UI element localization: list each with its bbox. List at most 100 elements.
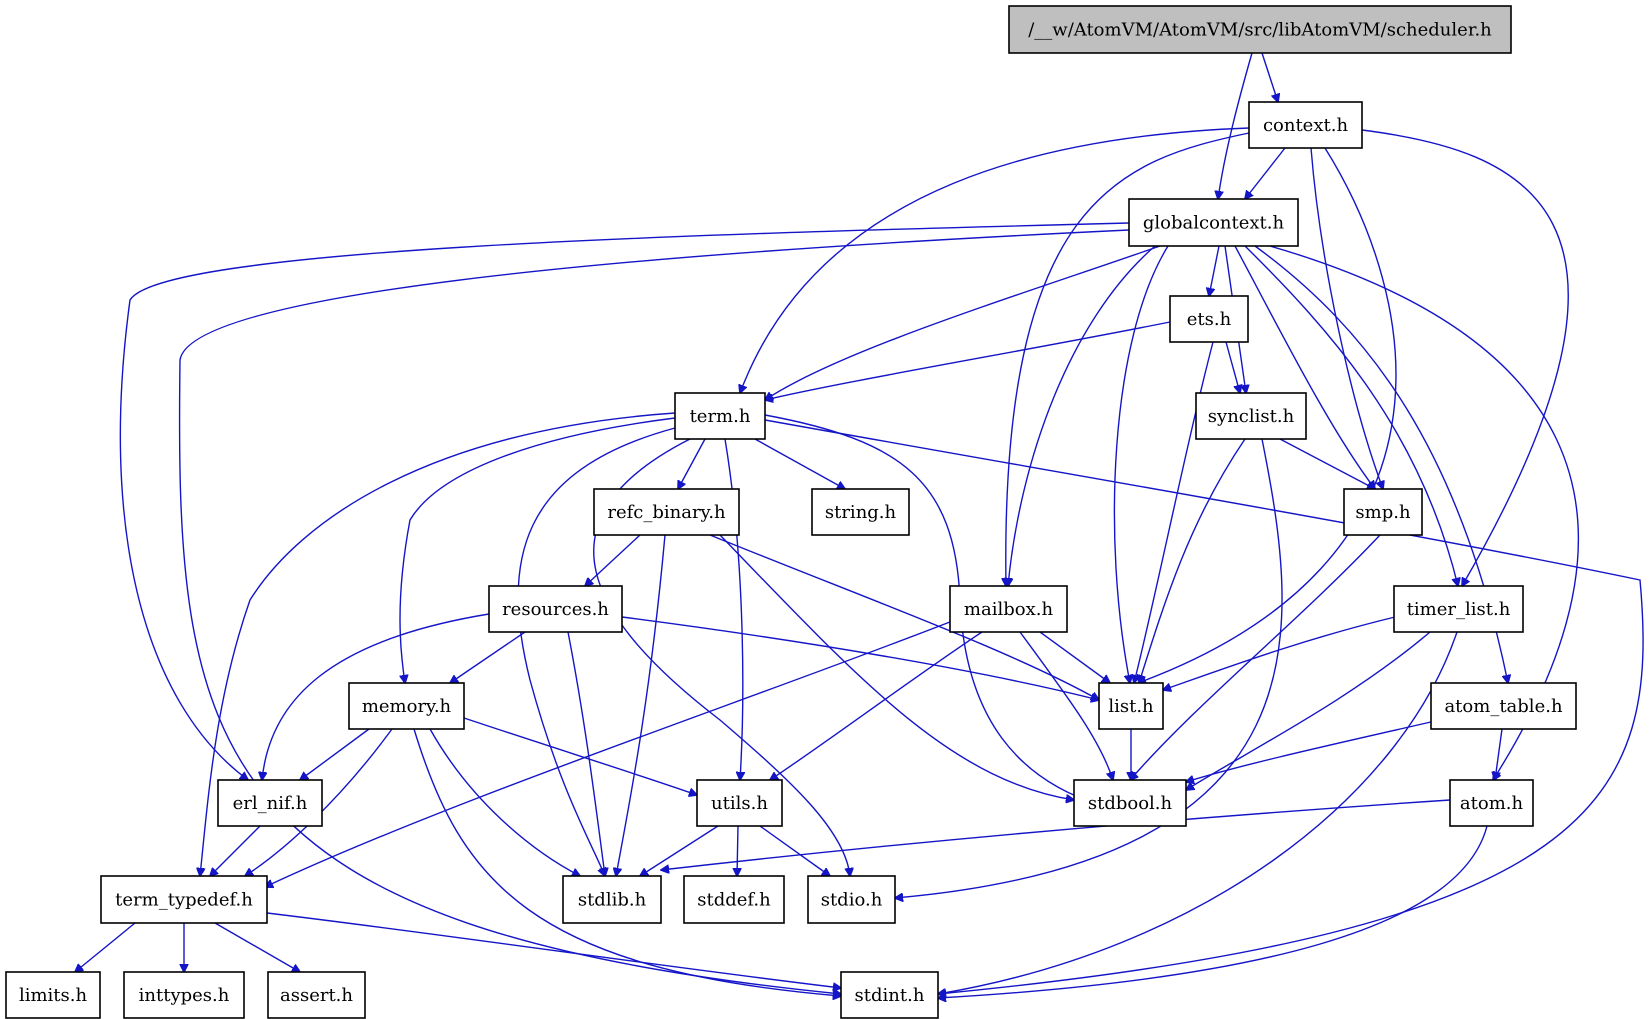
node-label: stddef.h: [697, 890, 771, 911]
node-label: refc_binary.h: [607, 502, 726, 523]
edge-term-to-stdint: [764, 419, 1644, 994]
node-globalcontext[interactable]: globalcontext.h: [1128, 198, 1299, 247]
edge-mailbox-to-stdbool: [1019, 631, 1113, 780]
node-stdio[interactable]: stdio.h: [807, 875, 896, 924]
edge-term-to-term_typedef: [200, 412, 676, 876]
node-box: [1430, 682, 1577, 730]
node-mailbox[interactable]: mailbox.h: [949, 585, 1068, 633]
edge-timer_list-to-stdbool: [1186, 631, 1431, 790]
node-box: [807, 875, 896, 924]
edge-resources-to-list: [621, 616, 1099, 700]
edge-atom-to-stdint: [938, 825, 1488, 998]
edge-term-to-string: [754, 438, 845, 489]
node-label: resources.h: [502, 599, 609, 620]
edge-atom_table-to-stdbool: [1186, 721, 1432, 782]
node-box: [1128, 198, 1299, 247]
node-label: erl_nif.h: [233, 793, 308, 814]
node-label: globalcontext.h: [1143, 213, 1285, 234]
node-stddef[interactable]: stddef.h: [683, 875, 785, 924]
edge-globalcontext-to-timer_list: [1244, 245, 1458, 586]
edge-memory-to-erl_nif: [300, 728, 370, 780]
node-smp[interactable]: smp.h: [1343, 488, 1423, 536]
node-box: [1248, 101, 1363, 149]
node-box: [683, 875, 785, 924]
node-label: stdlib.h: [578, 890, 647, 911]
edge-refc_binary-to-stdbool: [719, 534, 1074, 800]
node-box: [840, 971, 939, 1019]
edges-layer: [75, 52, 1644, 998]
node-atom[interactable]: atom.h: [1449, 779, 1534, 827]
edge-atom-to-stdlib: [661, 799, 1451, 870]
node-box: [696, 779, 783, 827]
node-label: list.h: [1108, 696, 1154, 717]
edge-context-to-list: [1138, 147, 1397, 683]
node-string[interactable]: string.h: [811, 488, 910, 536]
edge-resources-to-memory: [450, 631, 526, 683]
node-utils[interactable]: utils.h: [696, 779, 783, 827]
edge-timer_list-to-stdint: [938, 631, 1458, 994]
edge-memory-to-stdint: [413, 728, 841, 996]
node-label: string.h: [825, 502, 897, 523]
edge-mailbox-to-term_typedef: [265, 619, 956, 887]
node-refc-binary[interactable]: refc_binary.h: [593, 488, 740, 536]
edge-ets-to-term: [765, 321, 1171, 400]
node-scheduler: /__w/AtomVM/AtomVM/src/libAtomVM/schedul…: [1008, 5, 1512, 54]
node-label: atom.h: [1460, 793, 1524, 814]
edge-term-to-utils: [724, 438, 743, 780]
node-memory[interactable]: memory.h: [348, 682, 465, 730]
edge-term-to-memory: [400, 417, 676, 683]
edge-memory-to-stdlib: [429, 728, 580, 876]
edge-synclist-to-stdio: [895, 438, 1283, 898]
node-timer-list[interactable]: timer_list.h: [1393, 585, 1524, 633]
node-box: [1343, 488, 1423, 536]
node-term[interactable]: term.h: [674, 392, 766, 440]
node-box: [1073, 779, 1187, 827]
edge-globalcontext-to-stdint: [178, 229, 1130, 994]
node-label: limits.h: [19, 985, 88, 1006]
edge-globalcontext-to-atom: [1269, 245, 1579, 780]
node-box: [1195, 392, 1307, 440]
node-stdbool[interactable]: stdbool.h: [1073, 779, 1187, 827]
nodes-layer: /__w/AtomVM/AtomVM/src/libAtomVM/schedul…: [5, 5, 1577, 1019]
node-assert[interactable]: assert.h: [267, 971, 366, 1019]
node-atom-table[interactable]: atom_table.h: [1430, 682, 1577, 730]
node-list[interactable]: list.h: [1098, 682, 1164, 730]
node-box: [1169, 295, 1249, 343]
node-ets[interactable]: ets.h: [1169, 295, 1249, 343]
edge-globalcontext-to-ets: [1209, 245, 1220, 296]
edge-utils-to-stddef: [737, 825, 738, 876]
node-label: synclist.h: [1208, 406, 1295, 427]
node-box: [1393, 585, 1524, 633]
node-term-typedef[interactable]: term_typedef.h: [100, 875, 268, 924]
edge-scheduler-to-context: [1261, 52, 1278, 102]
edge-term_typedef-to-limits: [75, 922, 136, 972]
edge-context-to-smp: [1310, 147, 1383, 489]
node-label: atom_table.h: [1444, 696, 1562, 717]
node-erl-nif[interactable]: erl_nif.h: [217, 779, 323, 827]
edge-globalcontext-to-term: [765, 245, 1161, 400]
node-label: term.h: [690, 406, 751, 427]
edge-context-to-timer_list: [1361, 129, 1569, 586]
node-inttypes[interactable]: inttypes.h: [123, 971, 245, 1019]
edge-globalcontext-to-mailbox: [1008, 245, 1156, 586]
node-box: [123, 971, 245, 1019]
edge-timer_list-to-list: [1163, 616, 1396, 690]
node-context[interactable]: context.h: [1248, 101, 1363, 149]
node-box: [1449, 779, 1534, 827]
node-stdlib[interactable]: stdlib.h: [562, 875, 662, 924]
node-label: stdint.h: [855, 985, 925, 1006]
edge-term-to-stdlib: [517, 427, 676, 876]
node-box: [217, 779, 323, 827]
node-box: [593, 488, 740, 536]
node-stdint[interactable]: stdint.h: [840, 971, 939, 1019]
edge-mailbox-to-utils: [770, 631, 983, 780]
node-limits[interactable]: limits.h: [5, 971, 101, 1019]
edge-utils-to-stdlib: [640, 825, 719, 876]
node-resources[interactable]: resources.h: [488, 585, 623, 633]
node-synclist[interactable]: synclist.h: [1195, 392, 1307, 440]
node-label: ets.h: [1187, 309, 1232, 330]
node-label: timer_list.h: [1407, 599, 1511, 620]
node-box: [674, 392, 766, 440]
node-box: [488, 585, 623, 633]
edge-ets-to-synclist: [1225, 341, 1240, 393]
